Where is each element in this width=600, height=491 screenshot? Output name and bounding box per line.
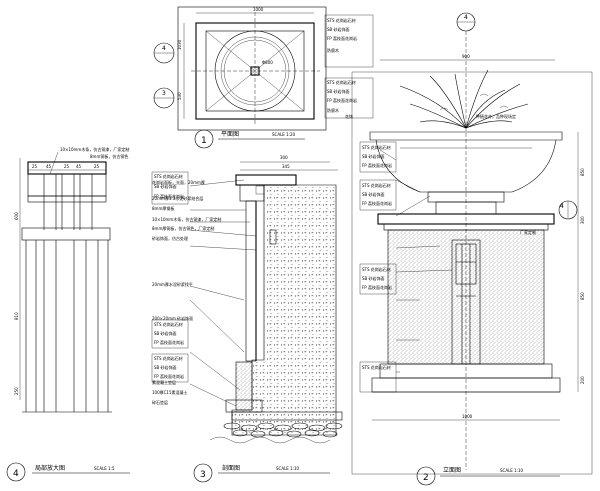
section-note-3: 8mm厚钢板 xyxy=(152,205,174,211)
detail-dim-left-1: 600 xyxy=(14,212,19,220)
detail-dim-top-1: 25 xyxy=(32,164,38,169)
elevation-legend-9: FP 荔枝面花岗岩 xyxy=(362,284,392,290)
gravel xyxy=(223,422,343,438)
elevation-legend-10: STS 花岗岩石材 xyxy=(362,364,391,370)
section-note-6: 砂岩饰面，仿古处理 xyxy=(152,235,188,241)
plan-dim-top: 1000 xyxy=(253,7,264,12)
plan-dim-left-2: 530 xyxy=(177,92,182,100)
plan-legend-8: 防腐木 xyxy=(327,107,339,113)
plan-dim-diameter: Φ800 xyxy=(262,60,273,65)
plan-legend xyxy=(324,14,374,119)
elevation-number: 2 xyxy=(423,473,429,483)
plan-view: 1000 1030 530 Φ800 4 3 1 平面图 SCALE 1:20 … xyxy=(153,6,374,149)
detail-dim-top-3: 25 xyxy=(64,164,70,169)
detail-title: 局部放大图 xyxy=(35,464,65,472)
section-note-1: 花岗岩面板，光面，20mm厚 xyxy=(152,179,205,185)
elevation-marker-top: 4 xyxy=(464,14,468,21)
plan-number: 1 xyxy=(201,136,207,146)
section-legend-8: SB 砂岩饰面 xyxy=(154,364,177,370)
plan-dim-left-1: 1030 xyxy=(177,39,182,50)
section-note-8: 200×20mm 砂岩饰面 xyxy=(152,315,193,321)
plan-marker-a: 4 xyxy=(162,45,166,52)
section-view: 300 345 xyxy=(151,155,343,483)
section-note-2: 20mm厚1:3水泥砂浆结合层 xyxy=(152,195,203,201)
elevation-note-3: 厂家定制 xyxy=(520,229,536,235)
section-dim-top-1: 300 xyxy=(280,155,288,160)
plan-scale: SCALE 1:20 xyxy=(272,132,296,137)
elevation-dim-bottom: 1000 xyxy=(462,414,473,419)
section-note-4: 10×10mm木条，仿古铜漆，厂家定制 xyxy=(152,216,221,222)
plan-legend-3: FP 荔枝面花岗岩 xyxy=(327,35,357,41)
detail-view: 25 45 25 45 25 600 810 250 10×10mm木条，仿古铜… xyxy=(6,146,130,482)
section-legend-7: STS 花岗岩石材 xyxy=(154,355,183,361)
detail-number: 4 xyxy=(13,469,19,479)
section-dim-top-2: 345 xyxy=(282,164,290,169)
section-leaders xyxy=(189,179,257,407)
elevation-scale: SCALE 1:10 xyxy=(500,468,524,473)
section-title: 剖面图 xyxy=(222,464,240,472)
elevation-dim-right-1: 850 xyxy=(580,168,585,176)
section-note-5: 8mm厚铜板，仿古铜色，厂家定制 xyxy=(152,225,214,231)
elevation-legend-5: SB 砂岩饰面 xyxy=(362,191,385,197)
section-number: 3 xyxy=(200,470,206,480)
plan-marker-b: 3 xyxy=(162,90,166,97)
section-legend xyxy=(151,171,189,383)
elevation-title: 立面图 xyxy=(443,466,461,474)
detail-dim-left-2: 810 xyxy=(14,312,19,320)
elevation-legend-3: FP 荔枝面花岗岩 xyxy=(362,162,392,168)
detail-dim-left-3: 250 xyxy=(14,387,19,395)
plan-title: 平面图 xyxy=(221,131,239,138)
elevation-legend xyxy=(359,141,397,393)
detail-note-2: 8mm铜板，仿古铜色 xyxy=(90,153,128,159)
detail-dim-top-5: 25 xyxy=(94,164,100,169)
elevation-note-2: 花钵 xyxy=(345,113,353,119)
elevation-legend-1: STS 花岗岩石材 xyxy=(362,144,391,150)
plan-legend-2: SB 砂岩饰面 xyxy=(327,26,350,32)
detail-scale: SCALE 1:5 xyxy=(94,466,115,471)
section-legend-1: STS 花岗岩石材 xyxy=(154,173,183,179)
elevation-legend-2: SB 砂岩饰面 xyxy=(362,153,385,159)
section-legend-4: STS 花岗岩石材 xyxy=(154,321,183,327)
elevation-legend-6: FP 荔枝面花岗岩 xyxy=(362,200,392,206)
plan-legend-4: 防腐木 xyxy=(327,47,339,53)
section-legend-2: SB 砂岩饰面 xyxy=(154,183,177,189)
section-legend-3: FP 荔枝面花岗岩 xyxy=(154,193,184,199)
plan-legend-5: STS 花岗岩石材 xyxy=(327,79,356,85)
detail-note-1: 10×10mm木条，仿古铜漆，厂家定制 xyxy=(60,146,129,152)
elevation-dim-right-2: 300 xyxy=(580,216,585,224)
plant-foliage xyxy=(399,69,529,129)
section-legend-6: FP 荔枝面花岗岩 xyxy=(154,339,184,345)
elevation-dim-right-4: 200 xyxy=(580,376,585,384)
plan-legend-1: STS 花岗岩石材 xyxy=(327,17,356,23)
plan-legend-7: FP 荔枝面花岗岩 xyxy=(327,97,357,103)
elevation-view: 4 900 xyxy=(345,12,593,486)
plan-legend-6: SB 砂岩饰面 xyxy=(327,88,350,94)
section-note-10: 100厚C15素混凝土 xyxy=(152,389,188,395)
elevation-legend-8: SB 砂岩饰面 xyxy=(362,275,385,281)
elevation-marker-side: 4 xyxy=(560,203,564,210)
detail-dim-top-4: 45 xyxy=(76,164,82,169)
detail-dim-top-2: 45 xyxy=(46,164,52,169)
elevation-legend-7: STS 花岗岩石材 xyxy=(362,266,391,272)
section-note-7: 20mm厚水泥砂浆找平 xyxy=(152,281,193,287)
section-scale: SCALE 1:10 xyxy=(276,466,300,471)
elevation-dim-top: 900 xyxy=(462,54,470,59)
elevation-dim-right-3: 850 xyxy=(580,292,585,300)
elevation-leaders xyxy=(379,149,453,373)
elevation-legend-4: STS 花岗岩石材 xyxy=(362,182,391,188)
section-legend-5: SB 砂岩饰面 xyxy=(154,330,177,336)
section-note-11: 碎石垫层 xyxy=(152,399,168,405)
section-legend-9: FP 荔枝面花岗岩 xyxy=(154,373,184,379)
elevation-note-1: 种植花卉，品种现场定 xyxy=(476,113,516,119)
